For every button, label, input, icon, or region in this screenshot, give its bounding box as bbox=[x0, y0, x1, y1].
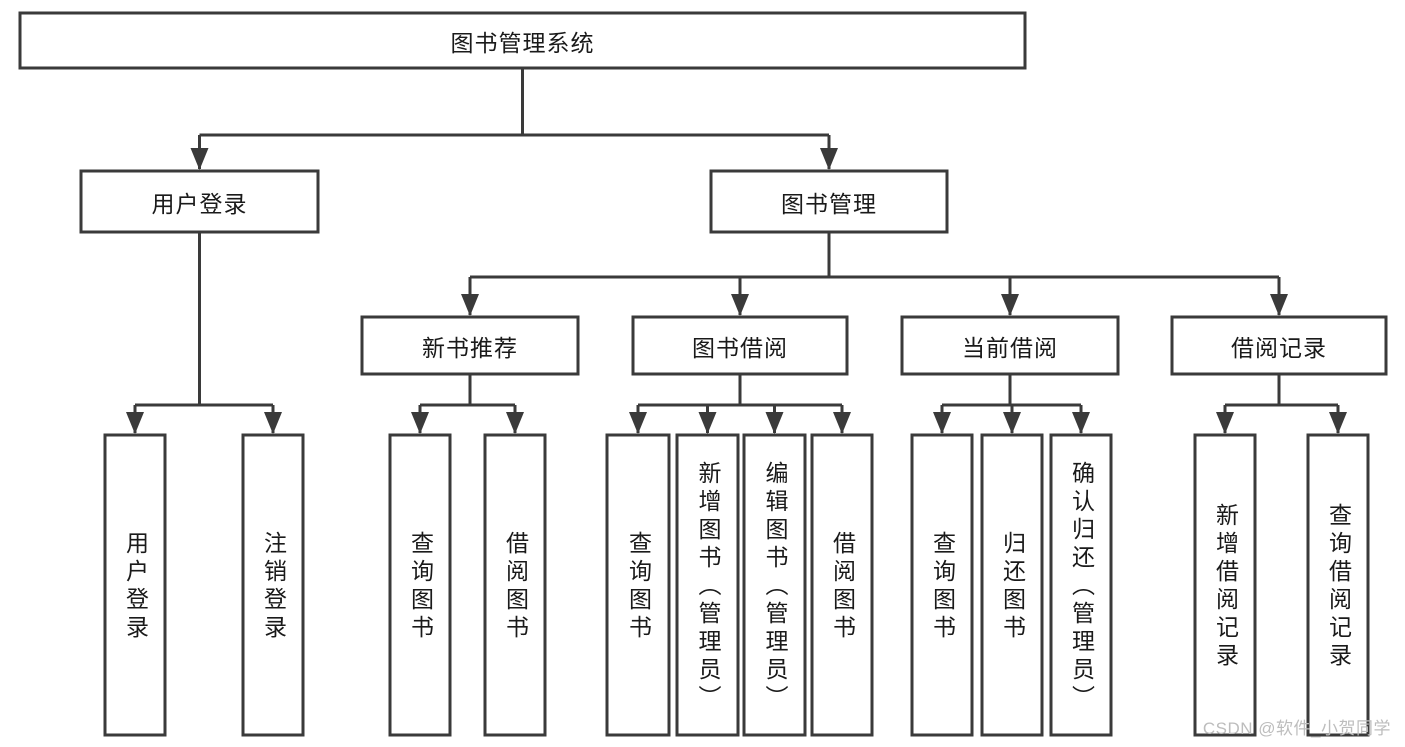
arrowhead-to-current-borrow bbox=[1001, 294, 1019, 316]
node-box-leaf-user-logout bbox=[241, 433, 305, 737]
arrowhead-to-leaf-query-book-2 bbox=[629, 412, 647, 434]
node-box-leaf-borrow-book-2 bbox=[810, 433, 874, 737]
node-box-leaf-query-book-1 bbox=[388, 433, 452, 737]
node-box-leaf-query-book-2 bbox=[605, 433, 671, 737]
node-box-leaf-user-login bbox=[103, 433, 167, 737]
arrowhead-to-leaf-edit-book bbox=[765, 412, 784, 434]
node-box-leaf-add-record bbox=[1193, 433, 1257, 737]
node-box-user-login bbox=[79, 169, 320, 234]
arrowhead-to-leaf-add-book bbox=[698, 412, 717, 434]
arrowhead-to-leaf-query-record bbox=[1329, 412, 1347, 434]
node-box-root bbox=[18, 11, 1027, 70]
node-box-new-book-recommend bbox=[360, 315, 580, 376]
arrowhead-to-leaf-borrow-book-2 bbox=[833, 412, 851, 434]
arrowhead-to-leaf-borrow-book-1 bbox=[506, 412, 524, 434]
arrowhead-to-leaf-query-book-3 bbox=[933, 412, 951, 434]
node-box-leaf-edit-book bbox=[742, 433, 807, 737]
arrowhead-to-leaf-query-book-1 bbox=[411, 412, 429, 434]
node-box-current-borrow bbox=[900, 315, 1120, 376]
connector-layer bbox=[126, 68, 1347, 434]
arrowhead-to-leaf-user-login bbox=[126, 412, 144, 434]
arrowhead-to-leaf-user-logout bbox=[264, 412, 282, 434]
watermark-text: CSDN @软件_小贺同学 bbox=[1202, 719, 1391, 738]
node-box-leaf-confirm-return bbox=[1049, 433, 1113, 737]
node-box-leaf-query-book-3 bbox=[910, 433, 974, 737]
node-box-leaf-borrow-book-1 bbox=[483, 433, 547, 737]
node-box-leaf-query-record bbox=[1306, 433, 1370, 737]
arrowhead-to-leaf-return-book bbox=[1003, 412, 1021, 434]
node-box-book-borrow bbox=[631, 315, 849, 376]
node-box-leaf-return-book bbox=[980, 433, 1044, 737]
node-box-borrow-record bbox=[1170, 315, 1388, 376]
arrowhead-to-borrow-record bbox=[1270, 294, 1288, 316]
arrowhead-to-leaf-add-record bbox=[1216, 412, 1234, 434]
arrowhead-to-leaf-confirm-return bbox=[1072, 412, 1090, 434]
arrowhead-to-user-login bbox=[190, 148, 209, 170]
arrowhead-to-new-book-recommend bbox=[461, 294, 479, 316]
arrowhead-to-book-manage bbox=[820, 148, 838, 170]
node-box-book-manage bbox=[709, 169, 949, 234]
node-box-layer bbox=[18, 11, 1388, 737]
node-box-leaf-add-book bbox=[675, 433, 740, 737]
arrowhead-to-book-borrow bbox=[731, 294, 749, 316]
